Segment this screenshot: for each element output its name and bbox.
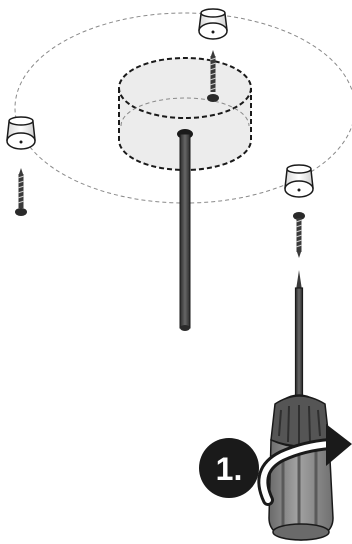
screw-left — [15, 168, 27, 216]
rotation-arrow — [257, 424, 352, 506]
screw-top — [207, 50, 219, 102]
threaded-rod — [177, 129, 193, 331]
step-number: 1. — [216, 451, 243, 487]
foot-cap-left — [6, 116, 36, 150]
step-badge: 1. — [199, 438, 259, 498]
screwdriver — [268, 270, 334, 541]
screw-right — [293, 212, 305, 258]
step-badge-circle — [199, 438, 259, 498]
foot-cap-right — [284, 164, 314, 198]
foot-cap-top — [198, 8, 228, 40]
